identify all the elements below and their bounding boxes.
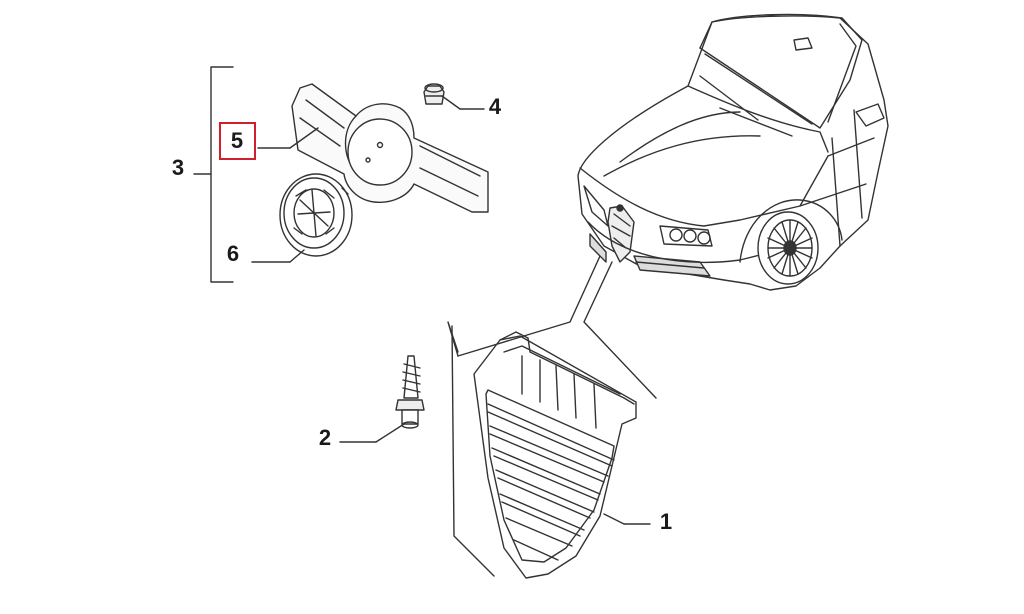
car-illustration xyxy=(577,13,889,291)
callout-4[interactable]: 4 xyxy=(488,94,502,119)
group-bracket xyxy=(193,66,234,283)
grille-part xyxy=(473,331,637,579)
screw-part xyxy=(395,355,425,429)
badge-trim-part xyxy=(291,83,489,213)
detail-connector xyxy=(447,255,657,577)
callout-1[interactable]: 1 xyxy=(659,509,673,534)
clip-part xyxy=(423,83,445,105)
emblem-part xyxy=(279,173,353,257)
callout-5[interactable]: 5 xyxy=(230,128,244,153)
callout-3[interactable]: 3 xyxy=(171,155,185,180)
callout-2[interactable]: 2 xyxy=(318,425,332,450)
highlight-box-5 xyxy=(219,122,256,160)
callout-6[interactable]: 6 xyxy=(226,241,240,266)
leader-lines xyxy=(251,95,651,525)
